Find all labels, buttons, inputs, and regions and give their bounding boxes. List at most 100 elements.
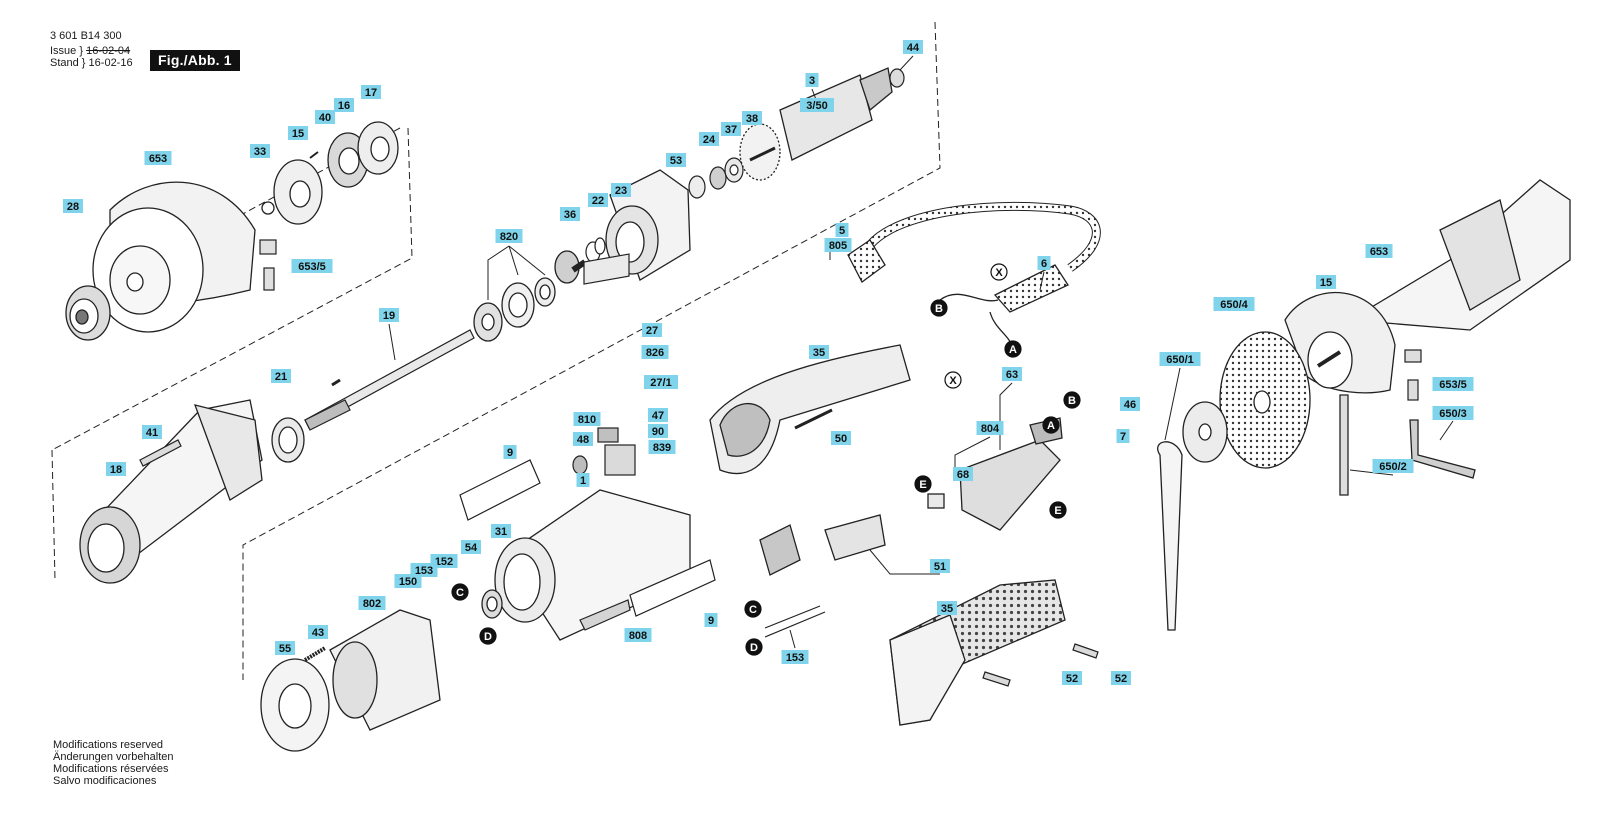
part-tag-153: 153 (781, 650, 809, 664)
wheel-flange-right (1182, 401, 1228, 463)
ref-marker-b: B (930, 299, 948, 317)
part-tag-653-5: 653/5 (1432, 377, 1474, 391)
svg-text:27/1: 27/1 (650, 377, 671, 389)
svg-text:35: 35 (941, 603, 953, 615)
part-tag-35: 35 (809, 345, 829, 359)
motor-housing (494, 489, 691, 641)
svg-text:38: 38 (746, 113, 758, 125)
part-tag-17: 17 (361, 85, 381, 99)
svg-text:37: 37 (725, 124, 737, 136)
gear-housing (79, 399, 263, 584)
part-tag-43: 43 (308, 625, 328, 639)
svg-text:X: X (949, 375, 957, 387)
svg-text:C: C (456, 587, 464, 599)
part-tag-650-3: 650/3 (1432, 406, 1474, 420)
svg-text:808: 808 (629, 630, 647, 642)
svg-text:90: 90 (652, 426, 664, 438)
svg-text:68: 68 (957, 469, 969, 481)
field-stator (329, 609, 441, 731)
svg-text:650/1: 650/1 (1166, 354, 1194, 366)
ref-marker-a: A (1004, 340, 1022, 358)
svg-text:33: 33 (254, 146, 266, 158)
part-tag-653-5: 653/5 (291, 259, 333, 273)
svg-text:820: 820 (500, 231, 518, 243)
part-tag-31: 31 (491, 524, 511, 538)
part-tag-24: 24 (699, 132, 719, 146)
part-tag-27: 27 (642, 323, 662, 337)
svg-text:55: 55 (279, 643, 291, 655)
svg-text:53: 53 (670, 155, 682, 167)
switch-unit (927, 417, 1063, 531)
part-tag-15: 15 (288, 126, 308, 140)
ref-marker-x: X (990, 263, 1008, 281)
modifications-notice: Modifications reserved Änderungen vorbeh… (53, 739, 173, 787)
svg-text:18: 18 (110, 464, 122, 476)
grinding-wheel (1219, 331, 1311, 469)
switch-lever (759, 514, 886, 576)
part-tag-51: 51 (930, 559, 950, 573)
wheel-guard-right (1284, 291, 1396, 394)
part-tag-9: 9 (503, 445, 517, 459)
notice-line-fr: Modifications réservées (53, 763, 169, 775)
svg-text:E: E (919, 479, 926, 491)
notice-line-es: Salvo modificaciones (53, 775, 157, 787)
svg-text:46: 46 (1124, 399, 1136, 411)
svg-text:A: A (1009, 344, 1017, 356)
svg-text:27: 27 (646, 325, 658, 337)
ref-marker-d: D (745, 638, 763, 656)
svg-text:A: A (1047, 420, 1055, 432)
part-tag-33: 33 (250, 144, 270, 158)
svg-text:E: E (1054, 505, 1061, 517)
part-tag-55: 55 (275, 641, 295, 655)
svg-text:54: 54 (465, 542, 478, 554)
part-tag-37: 37 (721, 122, 741, 136)
svg-text:B: B (1068, 395, 1076, 407)
brush-holder-group (572, 253, 636, 476)
part-tag-44: 44 (903, 40, 923, 54)
part-tag-54: 54 (461, 540, 481, 554)
ref-marker-c: C (744, 600, 762, 618)
handle-half-lower (889, 579, 1066, 726)
part-tag-7: 7 (1116, 429, 1130, 443)
wire-leads (764, 605, 826, 638)
housing-screw (139, 439, 182, 467)
stand-line: Stand } 16-02-16 (50, 57, 133, 69)
ring-21 (271, 417, 305, 463)
part-tag-36: 36 (560, 207, 580, 221)
svg-text:40: 40 (319, 112, 331, 124)
svg-text:48: 48 (577, 434, 589, 446)
issue-date: 16-02-04 (86, 45, 131, 57)
part-tag-40: 40 (315, 110, 335, 124)
svg-text:44: 44 (907, 42, 920, 54)
notice-line-de: Änderungen vorbehalten (53, 751, 174, 763)
part-tag-810: 810 (573, 412, 601, 426)
bearing-group (473, 277, 556, 342)
part-tag-47: 47 (648, 408, 668, 422)
svg-text:C: C (749, 604, 757, 616)
ref-marker-a: A (1042, 416, 1060, 434)
svg-text:21: 21 (275, 371, 287, 383)
svg-text:7: 7 (1120, 431, 1126, 443)
svg-text:653/5: 653/5 (1439, 379, 1467, 391)
issue-line: Issue } 16-02-04 (50, 45, 131, 57)
ref-marker-e: E (914, 475, 932, 493)
part-tag-650-4: 650/4 (1213, 297, 1255, 311)
part-tag-820: 820 (495, 229, 523, 243)
svg-text:31: 31 (495, 526, 507, 538)
part-tag-23: 23 (611, 183, 631, 197)
svg-text:36: 36 (564, 209, 576, 221)
part-tag-52: 52 (1062, 671, 1082, 685)
stand-label: Stand (50, 57, 79, 69)
svg-text:805: 805 (829, 240, 847, 252)
figure-badge: Fig./Abb. 1 (150, 50, 240, 71)
part-tag-50: 50 (831, 431, 851, 445)
svg-text:6: 6 (1041, 258, 1047, 270)
svg-text:51: 51 (934, 561, 946, 573)
washer-rings (585, 237, 606, 263)
part-tag-9: 9 (704, 613, 718, 627)
ring-31 (481, 589, 503, 619)
pin-wrench (1157, 441, 1183, 631)
part-tag-46: 46 (1120, 397, 1140, 411)
svg-text:650/3: 650/3 (1439, 408, 1467, 420)
